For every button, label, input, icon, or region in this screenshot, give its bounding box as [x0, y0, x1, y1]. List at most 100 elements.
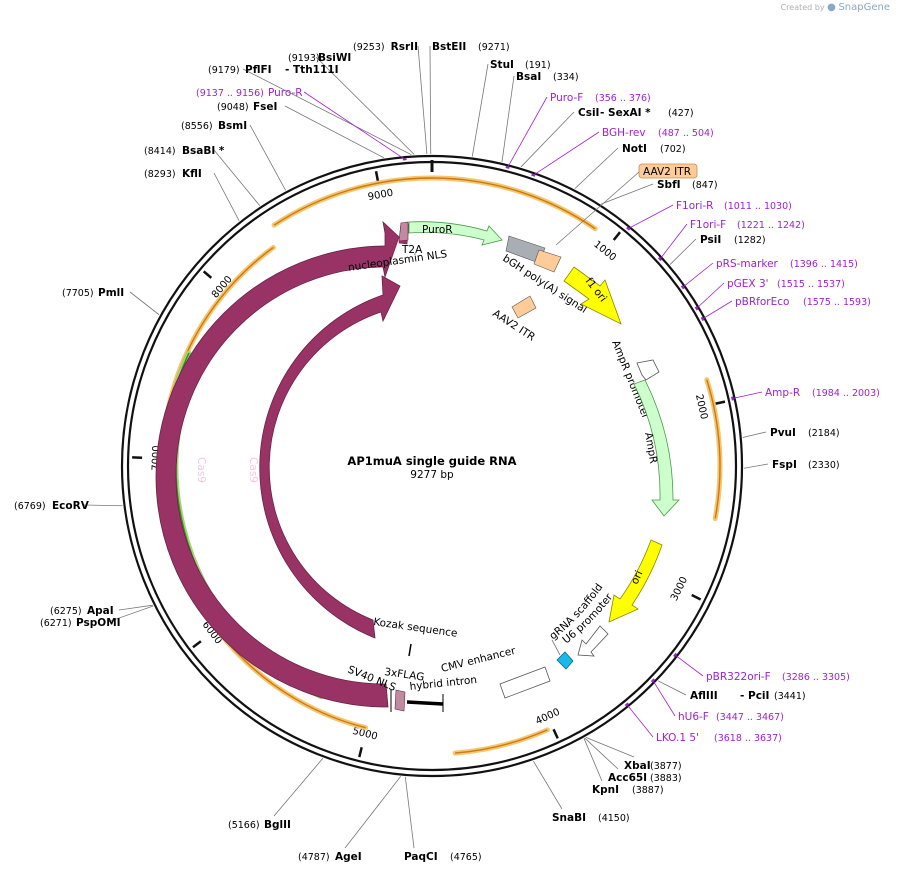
- site-pos-acc65i: (3883): [650, 773, 682, 784]
- u6-promoter-arrow: [577, 625, 609, 657]
- site-bglii: BglII: [264, 819, 291, 831]
- primer-leader: [732, 391, 763, 399]
- site-fspi: FspI: [772, 459, 797, 471]
- site-leader-rsrii: [417, 45, 428, 155]
- site-csii: CsiI: [578, 107, 599, 119]
- site-pos-rsrii: (9253): [353, 42, 385, 53]
- site-leader-stui: [471, 63, 489, 157]
- credit-brand: SnapGene: [838, 2, 890, 13]
- site-snabi: SnaBI: [552, 812, 586, 824]
- site-pcii: - PciI: [740, 690, 769, 702]
- aav2-itr-label: AAV2 ITR: [643, 166, 691, 178]
- puror-arrow: [408, 221, 503, 246]
- site-bsabi: BsaBI *: [182, 145, 225, 157]
- tick-label: 9000: [367, 188, 394, 204]
- primer-leader: [674, 654, 704, 677]
- aav2-itr-badge: [638, 163, 698, 179]
- primer-labels: Puro-R(9137 .. 9156)Puro-F(356 .. 376)BG…: [196, 87, 880, 744]
- site-labels: RsrII(9253)BstEII(9271)StuI(191)BsaI(334…: [14, 41, 840, 863]
- ampr-label: AmpR: [642, 431, 659, 464]
- site-pos-bsteii: (9271): [478, 42, 510, 53]
- site-leader-fspi: [743, 463, 769, 469]
- site-leader-psii: [669, 238, 697, 265]
- site-pos-stui: (191): [525, 60, 551, 71]
- tick-mark: [552, 728, 559, 739]
- site-pos-pspomi: (6271): [40, 618, 72, 629]
- primer-mark: [657, 256, 663, 262]
- sv40-nls-arrow: [394, 689, 406, 712]
- site-afliii: AflIII: [690, 690, 718, 702]
- primer-mark: [673, 652, 678, 658]
- snapgene-credit: Created by ● SnapGene: [781, 2, 890, 13]
- snapgene-logo-icon: ●: [827, 2, 836, 13]
- aav2-itr-box: [533, 249, 562, 273]
- site-pspomi: PspOMI: [76, 617, 121, 629]
- site-leader-bglii: [273, 758, 324, 817]
- tick-mark: [374, 171, 380, 182]
- site-bsmi: BsmI: [218, 120, 247, 132]
- site-sbfi: SbfI: [657, 179, 681, 191]
- site-bsiwi: BsiWI: [318, 52, 351, 64]
- primer-range: (356 .. 376): [595, 93, 651, 104]
- orf-arc-puro-line: [273, 177, 596, 230]
- tick-mark: [714, 400, 726, 406]
- t2a-label: T2A: [401, 244, 423, 256]
- tick-label: 3000: [669, 575, 690, 603]
- primer-range: (3447 .. 3467): [716, 712, 784, 723]
- site-leader-noti: [574, 147, 619, 189]
- primer-range: (9137 .. 9156): [196, 88, 264, 99]
- plasmid-name: AP1muA single guide RNA: [347, 454, 516, 468]
- credit-prefix: Created by: [780, 3, 825, 12]
- ori-label: ori: [629, 569, 646, 586]
- aav2-itr-box-2: [511, 295, 537, 319]
- primer-pbrforeco: pBRforEco: [735, 296, 789, 308]
- site-pos-sbfi: (847): [692, 180, 718, 191]
- tick-mark: [202, 270, 213, 279]
- site-pos-bglii: (5166): [228, 820, 260, 831]
- primer-range: (1011 .. 1030): [724, 201, 792, 212]
- cas9-arrow-outer: [155, 220, 400, 708]
- site-kfli: KflI: [182, 168, 202, 180]
- primer-f1ori-r: F1ori-R: [676, 200, 713, 212]
- primer-puro-r: Puro-R: [268, 87, 303, 99]
- site-pos-kfli: (8293): [144, 169, 176, 180]
- site-pos-noti: (702): [660, 144, 686, 155]
- site-leader-bsai: [501, 75, 515, 163]
- site-pos-ecorv: (6769): [14, 501, 46, 512]
- primer-mark: [731, 396, 734, 401]
- primer-hu6-f: hU6-F: [678, 711, 709, 723]
- site-leader-xbai: [585, 737, 635, 758]
- site-leader-kpni: [583, 738, 603, 782]
- site-pos-apai: (6275): [50, 606, 82, 617]
- cas9-label-outer: Cas9: [195, 457, 207, 483]
- site-pos-csii: (427): [668, 108, 694, 119]
- site-leader-pmli: [129, 291, 160, 316]
- site-pmli: PmlI: [98, 287, 124, 299]
- ori-arrow: [608, 539, 663, 623]
- primer-leader: [702, 300, 733, 320]
- site-leader-pspomi: [107, 605, 154, 623]
- primer-pgex-3-: pGEX 3': [727, 278, 769, 290]
- site-paqci: PaqCI: [404, 851, 438, 863]
- primer-leader: [533, 131, 600, 176]
- primer-mark: [505, 165, 510, 169]
- site-pos-pvui: (2184): [808, 428, 840, 439]
- orf-arc-mid-line: [455, 729, 548, 754]
- site-pos-bsabi: (8414): [144, 146, 176, 157]
- site-leader-bsabi: [213, 149, 261, 207]
- primer-leader: [626, 704, 654, 738]
- site-leader-fsei: [284, 105, 384, 159]
- tick-mark: [691, 593, 702, 601]
- site-leader-pflfi: [242, 68, 412, 156]
- site-acc65i: Acc65I: [608, 772, 647, 784]
- site-pos-agei: (4787): [298, 852, 330, 863]
- site-pos-paqci: (4765): [450, 852, 482, 863]
- kozak-mark: [408, 643, 412, 657]
- primer-leader: [696, 282, 725, 309]
- site-pos-bsmi: (8556): [181, 121, 213, 132]
- primer-range: (1984 .. 2003): [812, 388, 880, 399]
- site-xbai: XbaI: [624, 760, 651, 772]
- primer-mark: [531, 173, 536, 177]
- site-pos-xbai: (3877): [650, 761, 682, 772]
- hybrid-intron-bar: [406, 700, 444, 706]
